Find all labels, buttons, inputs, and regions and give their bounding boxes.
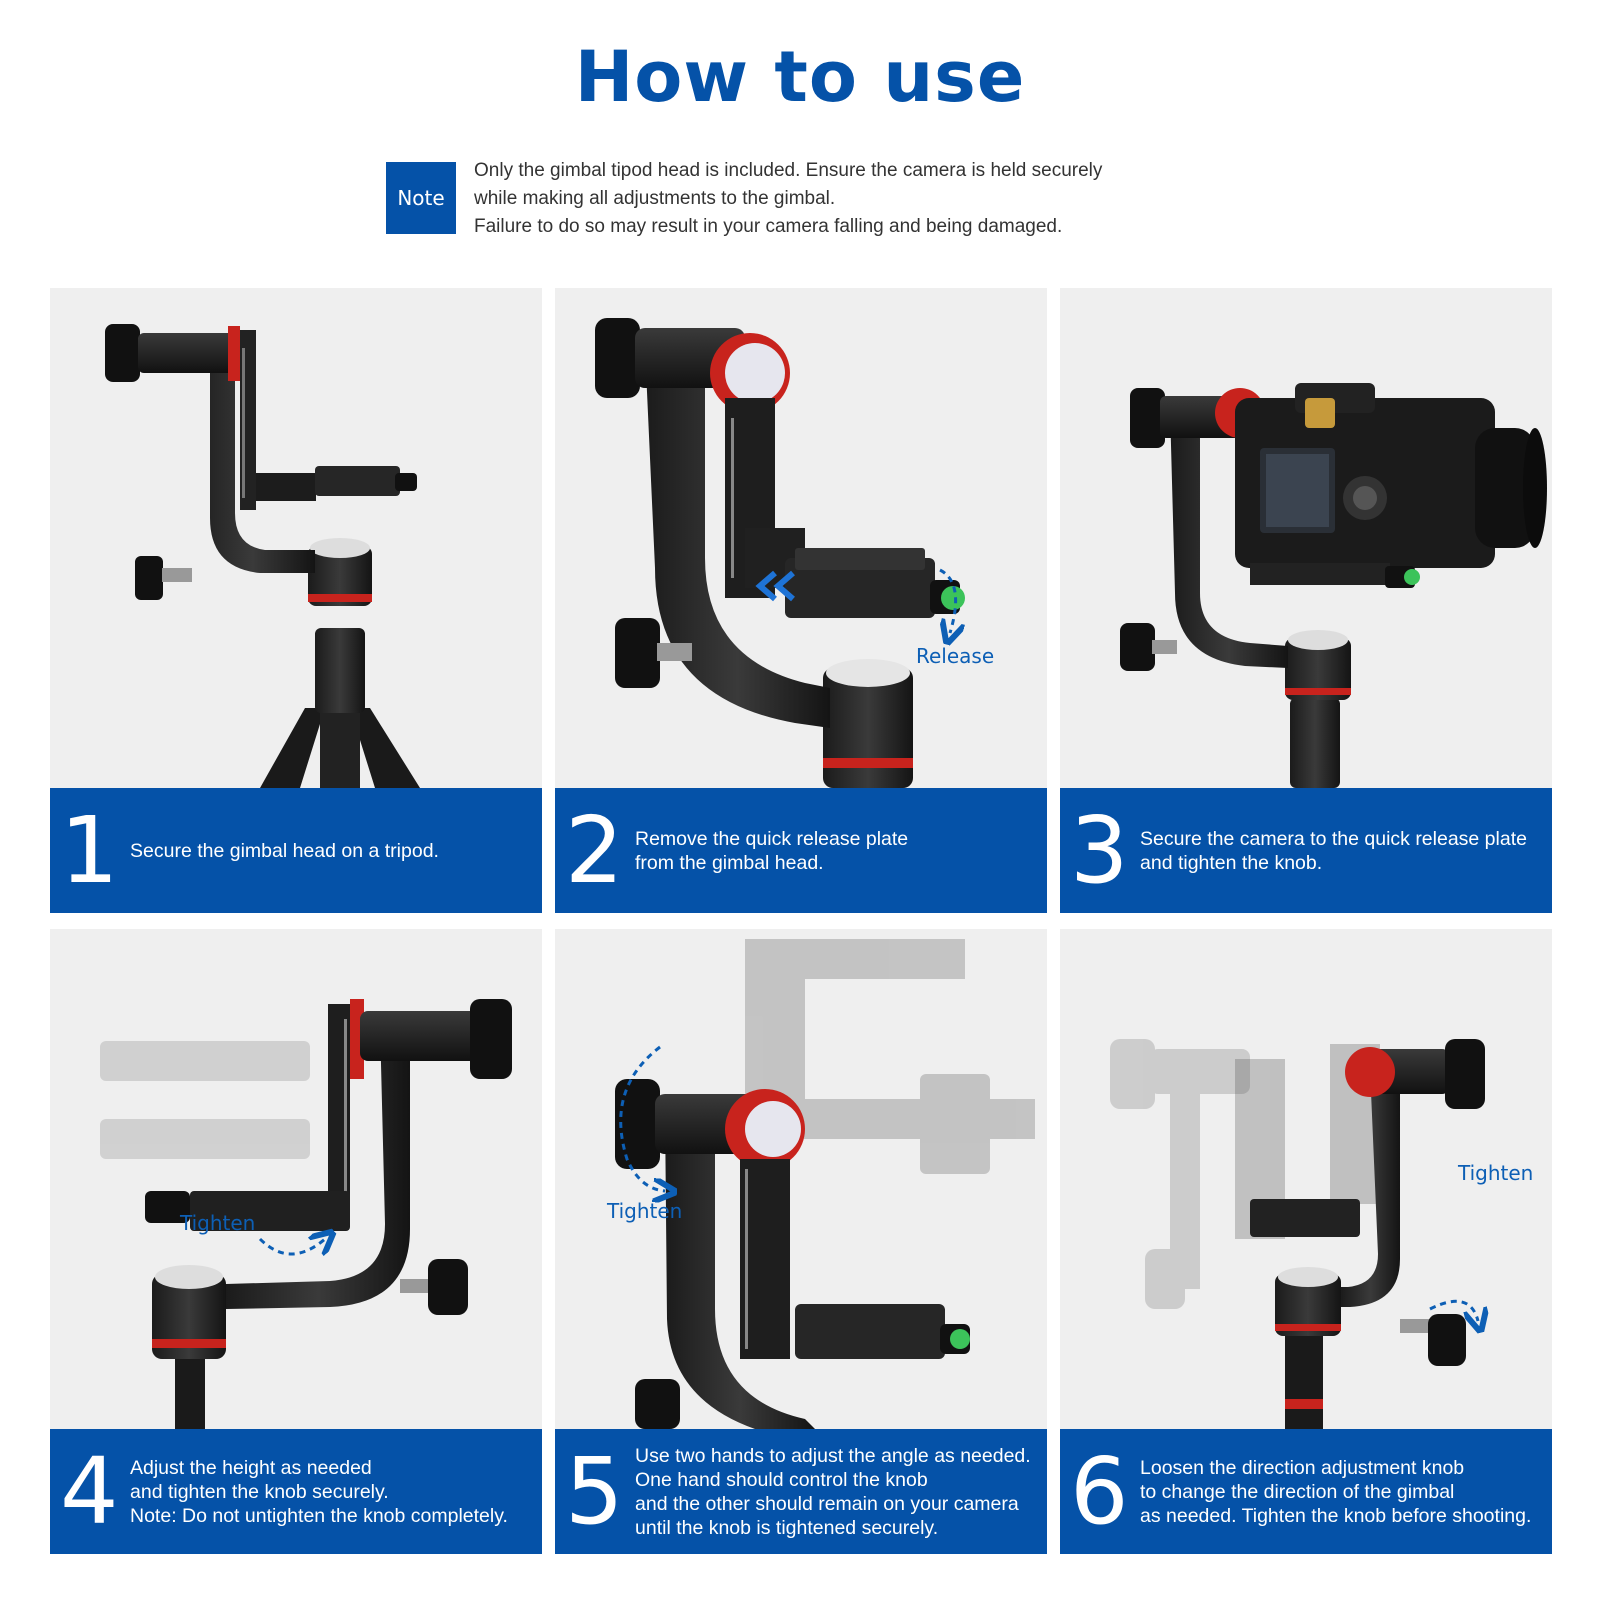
step-text: Use two hands to adjust the angle as nee…: [635, 1444, 1031, 1540]
tighten-callout-label: Tighten: [1458, 1161, 1534, 1185]
release-callout-label: Release: [916, 644, 995, 668]
step-panel-4: Tighten 4 Adjust the height as needed an…: [50, 929, 542, 1554]
step-caption: 2 Remove the quick release plate from th…: [555, 788, 1047, 913]
step-number: 2: [565, 796, 624, 904]
step-panel-2: Release 2 Remove the quick release plate…: [555, 288, 1047, 913]
step-line: and tighten the knob securely.: [130, 1480, 389, 1503]
step-line: until the knob is tightened securely.: [635, 1516, 939, 1539]
note-line: Only the gimbal tipod head is included. …: [474, 160, 1103, 181]
tighten-callout-label: Tighten: [180, 1211, 256, 1235]
step-line: Note: Do not untighten the knob complete…: [130, 1504, 508, 1527]
step-caption: 4 Adjust the height as needed and tighte…: [50, 1429, 542, 1554]
step-caption: 1 Secure the gimbal head on a tripod.: [50, 788, 542, 913]
step-text: Remove the quick release plate from the …: [635, 827, 908, 875]
step-panel-5: Tighten 5 Use two hands to adjust the an…: [555, 929, 1047, 1554]
note-text: Only the gimbal tipod head is included. …: [474, 157, 1174, 241]
step-number: 3: [1070, 796, 1129, 904]
step-text: Adjust the height as needed and tighten …: [130, 1456, 508, 1528]
angle-adjust-image: [555, 929, 1047, 1429]
step-line: Loosen the direction adjustment knob: [1140, 1456, 1465, 1479]
step-line: Adjust the height as needed: [130, 1456, 372, 1479]
note-badge: Note: [386, 162, 456, 234]
step-line: from the gimbal head.: [635, 851, 824, 874]
note-line: Failure to do so may result in your came…: [474, 216, 1063, 237]
step-line: as needed. Tighten the knob before shoot…: [1140, 1504, 1532, 1527]
step-line: Secure the gimbal head on a tripod.: [130, 839, 439, 862]
step-text: Secure the gimbal head on a tripod.: [130, 839, 439, 863]
step-number: 5: [565, 1437, 624, 1545]
camera-on-gimbal-image: [1060, 288, 1552, 788]
step-number: 6: [1070, 1437, 1129, 1545]
step-number: 4: [60, 1437, 119, 1545]
step-caption: 3 Secure the camera to the quick release…: [1060, 788, 1552, 913]
gimbal-tripod-image: [50, 288, 542, 788]
step-line: Remove the quick release plate: [635, 827, 909, 850]
tighten-callout-label: Tighten: [607, 1199, 683, 1223]
step-number: 1: [60, 796, 119, 904]
step-text: Secure the camera to the quick release p…: [1140, 827, 1527, 875]
step-panel-3: 3 Secure the camera to the quick release…: [1060, 288, 1552, 913]
step-line: and tighten the knob.: [1140, 851, 1323, 874]
step-line: and the other should remain on your came…: [635, 1492, 1019, 1515]
height-adjust-image: [50, 929, 542, 1429]
gimbal-release-image: [555, 288, 1047, 788]
direction-adjust-image: [1060, 929, 1552, 1429]
step-line: One hand should control the knob: [635, 1468, 928, 1491]
step-panel-6: Tighten 6 Loosen the direction adjustmen…: [1060, 929, 1552, 1554]
step-caption: 5 Use two hands to adjust the angle as n…: [555, 1429, 1047, 1554]
step-line: Use two hands to adjust the angle as nee…: [635, 1444, 1031, 1467]
step-text: Loosen the direction adjustment knob to …: [1140, 1456, 1531, 1528]
step-line: to change the direction of the gimbal: [1140, 1480, 1455, 1503]
step-line: Secure the camera to the quick release p…: [1140, 827, 1527, 850]
step-panel-1: 1 Secure the gimbal head on a tripod.: [50, 288, 542, 913]
page-title: How to use: [574, 36, 1026, 118]
step-caption: 6 Loosen the direction adjustment knob t…: [1060, 1429, 1552, 1554]
note-line: while making all adjustments to the gimb…: [474, 188, 836, 209]
